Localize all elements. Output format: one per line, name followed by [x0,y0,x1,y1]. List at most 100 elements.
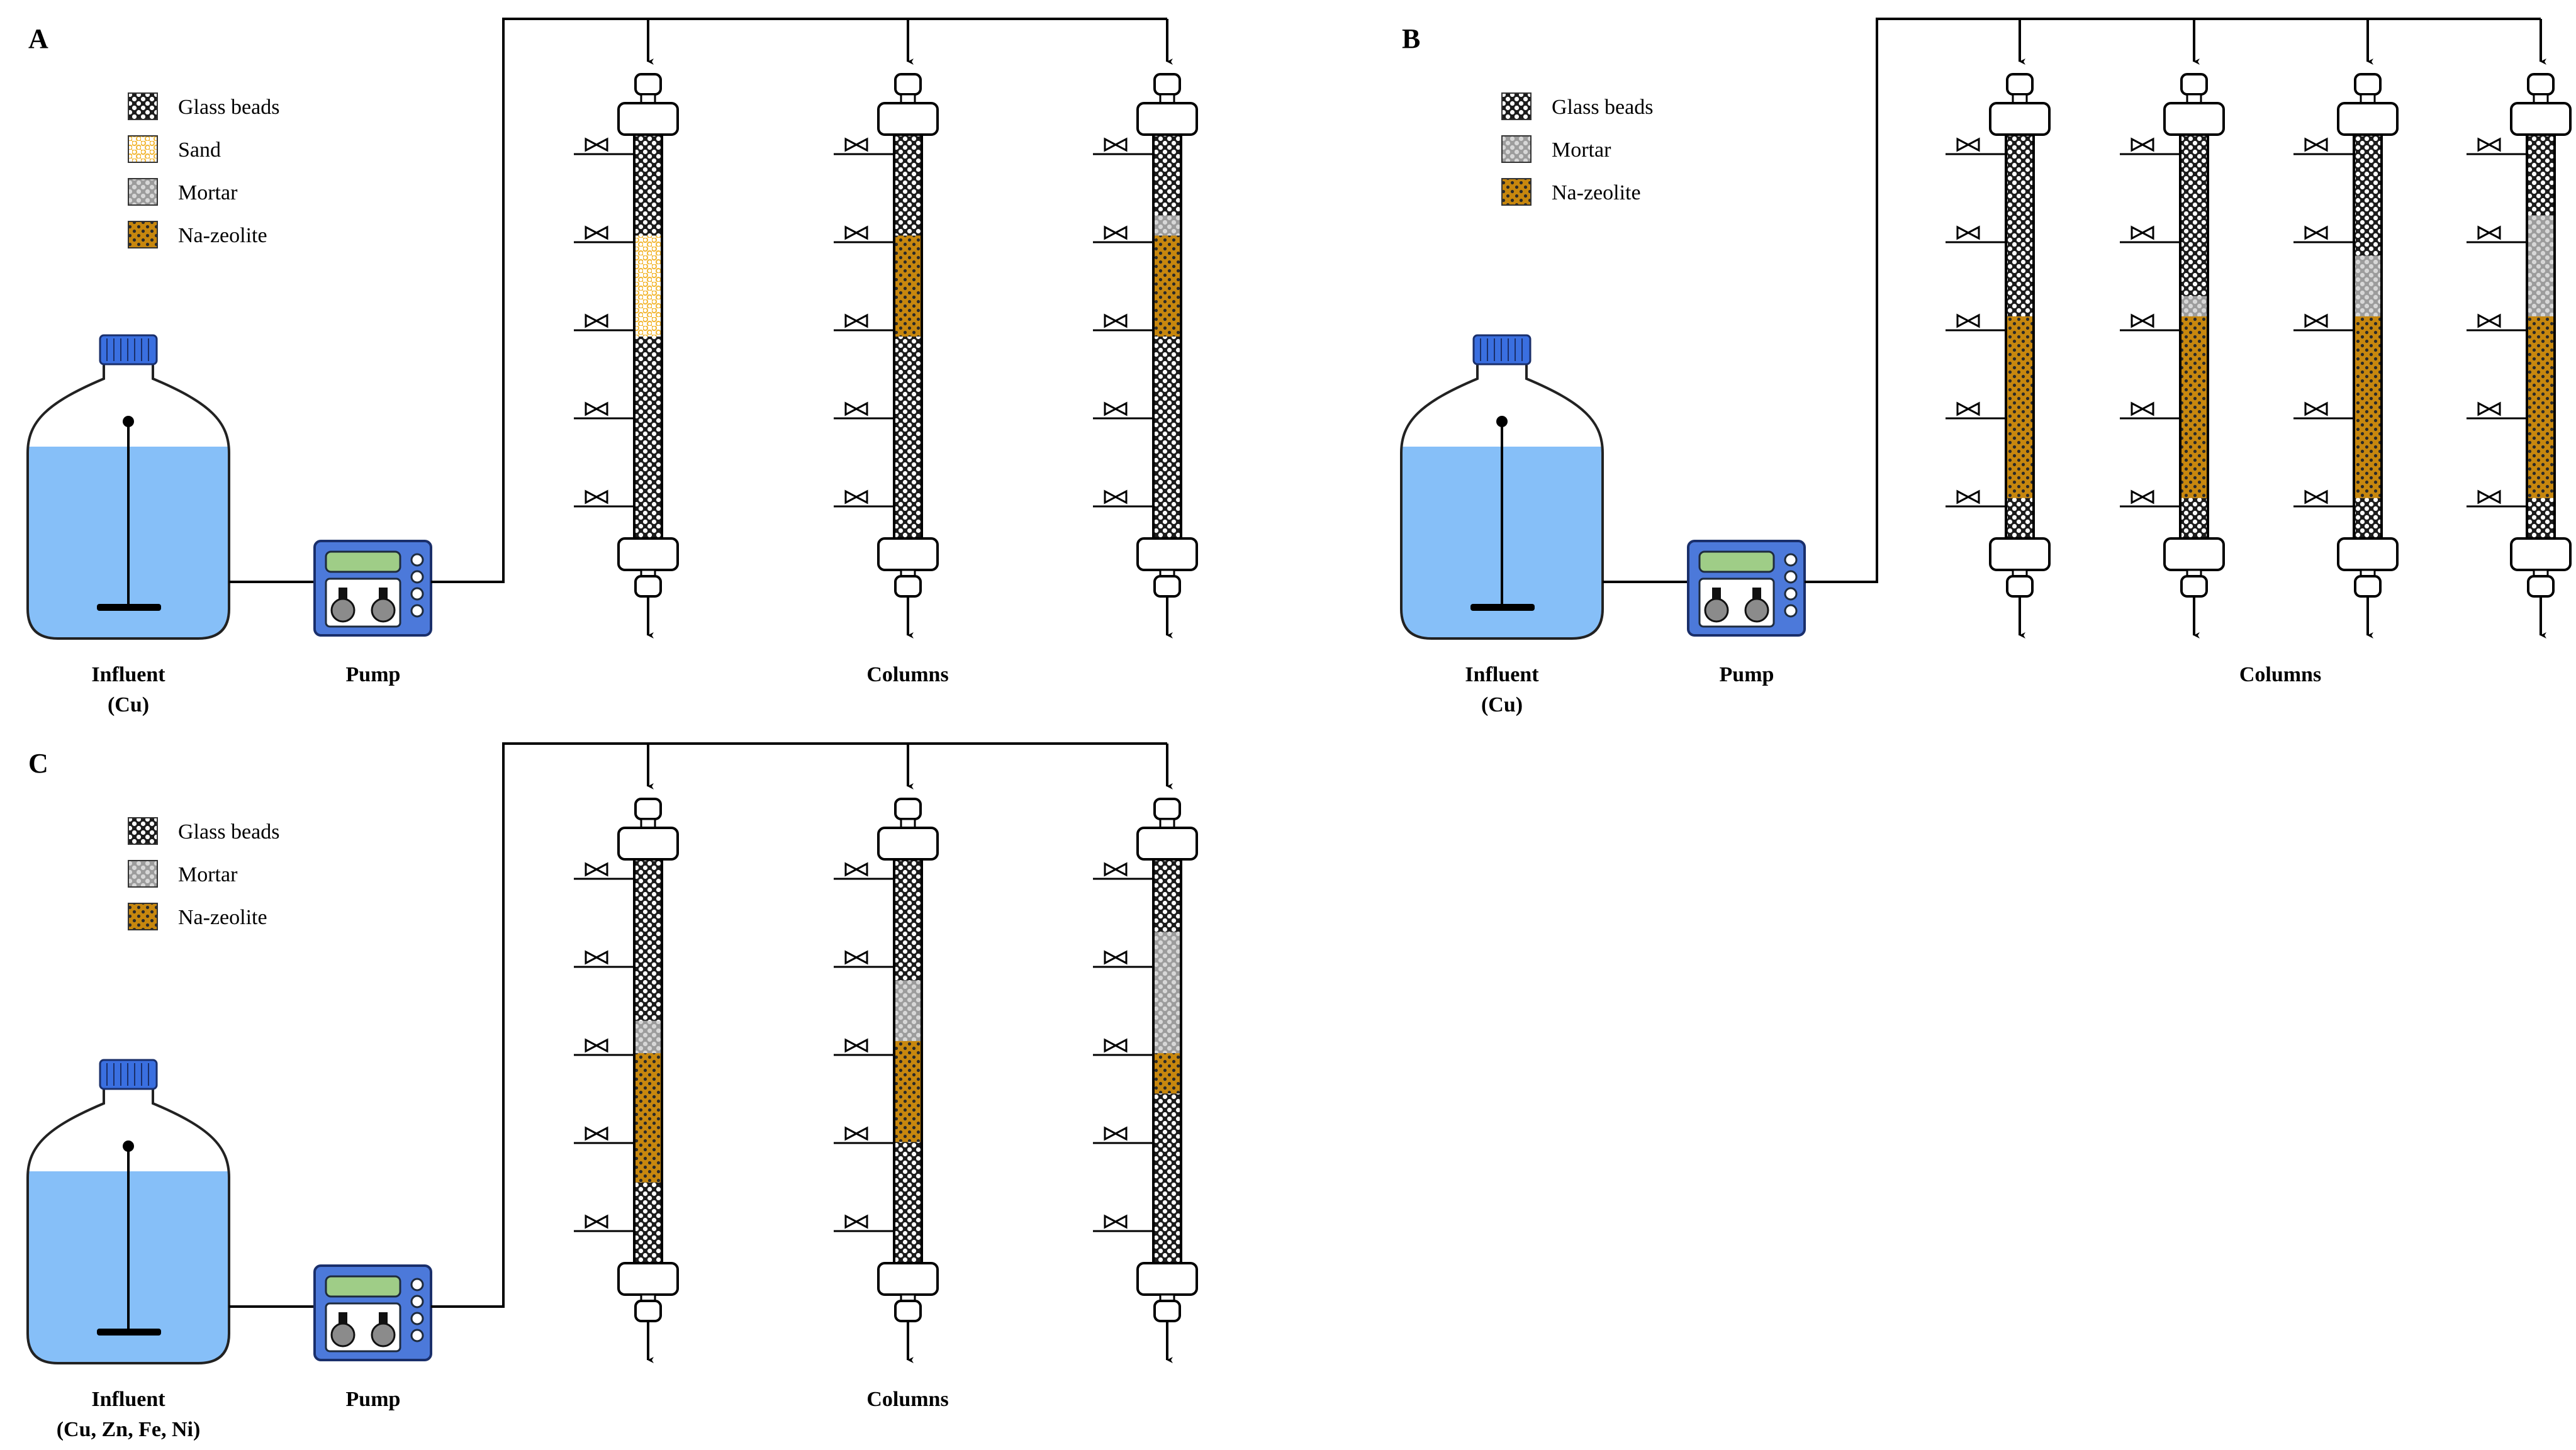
panel-label: B [1402,23,1420,54]
valve-icon [2131,137,2154,152]
valve-icon [585,225,608,240]
manifold-line [431,18,1167,583]
layer-glass [2527,135,2555,216]
pump-button [410,1329,424,1342]
pump-knob-stem [379,588,388,599]
manifold-line [431,742,1167,1308]
stirrer-knob [1496,416,1508,427]
influent-label-line: Influent [1465,663,1539,686]
valve-icon [585,137,608,152]
pump-button [410,587,424,601]
layer-zeolite [1153,235,1181,337]
column-bottom-cap [1136,537,1198,571]
valve-icon [2477,401,2501,416]
valve-icon [585,950,608,965]
pump-button [410,1295,424,1308]
legend-swatch-zeolite [128,903,158,930]
column-top-cap [1136,102,1198,136]
pump-knob [371,1322,396,1347]
column-top-knob [2180,73,2208,96]
layer-zeolite [894,235,922,337]
column-3 [1093,744,1198,1363]
valve-icon [585,401,608,416]
valve-icon [585,862,608,877]
layer-glass [2006,135,2034,316]
valve-icon [2304,137,2328,152]
layer-glass [1153,135,1181,216]
column-top-cap [1136,827,1198,861]
layer-glass [634,135,662,236]
layer-glass [2354,135,2382,256]
valve-icon [844,1038,868,1053]
column-bottom-knob [634,575,662,598]
column-bottom-cap [2163,537,2225,571]
layer-sand [634,235,662,337]
column-bottom-cap [877,537,939,571]
legend-label-zeolite: Na-zeolite [1552,181,1641,204]
column-top-cap [617,102,679,136]
pump-display [325,1275,401,1298]
layer-glass [634,337,662,538]
valve-icon [844,401,868,416]
layer-zeolite [2180,316,2208,498]
valve-icon [1104,1214,1128,1229]
pump-button [1784,604,1798,618]
column-top-cap [617,827,679,861]
valve-icon [1104,489,1128,505]
column-top-knob [2527,73,2555,96]
layer-mortar [1153,932,1181,1054]
layer-glass [1153,337,1181,538]
column-top-knob [1153,73,1181,96]
valve-icon [2304,401,2328,416]
legend-swatch-glass [128,817,158,845]
valve-icon [2304,225,2328,240]
influent-label: Influent(Cu, Zn, Fe, Ni) [57,1388,201,1441]
valve-icon [1104,313,1128,328]
layer-zeolite [894,1040,922,1142]
pump-knob [371,598,396,623]
pump-button [1784,570,1798,584]
legend-label-zeolite: Na-zeolite [178,906,267,929]
layer-glass [1153,1093,1181,1263]
valve-icon [1104,401,1128,416]
valve-icon [1956,401,1980,416]
column-top-knob [634,73,662,96]
column-top-cap [877,827,939,861]
influent-label-line: Influent [91,663,165,686]
valve-icon [2477,225,2501,240]
legend-swatch-glass [1501,92,1532,120]
layer-mortar [634,1020,662,1054]
pump-button [1784,587,1798,601]
valve-icon [1104,225,1128,240]
pump-label: Pump [346,663,401,686]
column-top-knob [894,798,922,820]
layer-zeolite [634,1053,662,1183]
layer-glass [894,135,922,236]
valve-icon [585,313,608,328]
influent-bottle [26,334,230,640]
valve-icon [844,313,868,328]
valve-icon [2131,489,2154,505]
layer-mortar [2527,215,2555,316]
pump-display [325,550,401,573]
column-top-cap [2510,102,2572,136]
layer-glass [634,1182,662,1263]
legend-label-glass: Glass beads [178,96,279,119]
column-bottom-knob [634,1300,662,1322]
legend-label-glass: Glass beads [1552,96,1653,119]
bottle-outline [26,1088,230,1364]
stirrer-bar [97,604,161,611]
pump-button [410,553,424,567]
valve-icon [844,225,868,240]
column-top-knob [634,798,662,820]
valve-icon [1104,1126,1128,1141]
layer-glass [894,1142,922,1263]
valve-icon [1956,137,1980,152]
valve-icon [1104,862,1128,877]
columns-label: Columns [866,663,948,686]
legend-label-zeolite: Na-zeolite [178,224,267,247]
layer-zeolite [2354,316,2382,498]
